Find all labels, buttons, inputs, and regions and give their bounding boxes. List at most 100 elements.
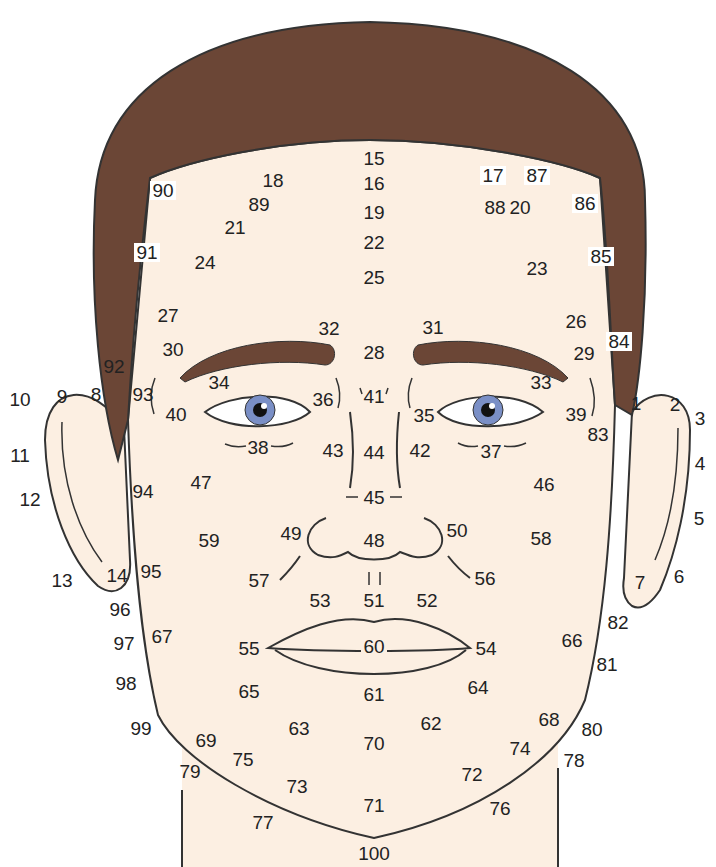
callout-number: 5	[694, 509, 705, 528]
callout-number: 26	[565, 312, 586, 331]
callout-number: 3	[695, 409, 706, 428]
callout-number: 37	[480, 442, 501, 461]
callout-number: 12	[19, 490, 40, 509]
nose-line	[350, 412, 353, 488]
callout-number: 66	[561, 631, 582, 650]
callout-number: 53	[309, 591, 330, 610]
callout-number: 8	[91, 385, 102, 404]
callout-number: 49	[280, 524, 301, 543]
face-outline	[128, 140, 615, 838]
callout-number: 22	[363, 233, 384, 252]
callout-number: 57	[248, 571, 269, 590]
callout-number: 80	[581, 720, 602, 739]
callout-number: 56	[474, 569, 495, 588]
callout-number: 47	[190, 473, 211, 492]
callout-number: 85	[588, 247, 613, 266]
pupil	[481, 403, 495, 417]
callout-number: 71	[363, 796, 384, 815]
callout-number: 69	[195, 731, 216, 750]
callout-number: 15	[363, 149, 384, 168]
callout-number: 1	[631, 394, 642, 413]
callout-number: 14	[106, 566, 127, 585]
callout-number: 61	[363, 685, 384, 704]
callout-number: 90	[150, 181, 175, 200]
callout-number: 62	[420, 714, 441, 733]
callout-number: 77	[252, 813, 273, 832]
nose-line	[397, 412, 400, 488]
eye-highlight	[489, 403, 495, 409]
wrinkle-line	[336, 378, 340, 408]
callout-number: 34	[208, 373, 229, 392]
callout-number: 96	[109, 600, 130, 619]
callout-number: 38	[247, 438, 268, 457]
callout-number: 72	[461, 765, 482, 784]
callout-number: 98	[115, 674, 136, 693]
callout-number: 6	[674, 567, 685, 586]
callout-number: 92	[103, 357, 124, 376]
callout-number: 87	[524, 166, 549, 185]
callout-number: 35	[413, 406, 434, 425]
callout-number: 28	[363, 343, 384, 362]
callout-number: 17	[480, 166, 505, 185]
callout-number: 23	[526, 259, 547, 278]
callout-number: 67	[151, 627, 172, 646]
callout-number: 83	[587, 425, 608, 444]
callout-number: 42	[409, 441, 430, 460]
callout-number: 13	[51, 571, 72, 590]
ear-fold	[655, 428, 678, 560]
callout-number: 32	[318, 319, 339, 338]
nose	[308, 518, 442, 560]
callout-number: 9	[57, 387, 68, 406]
callout-number: 95	[140, 562, 161, 581]
iris	[473, 395, 503, 425]
callout-number: 39	[565, 405, 586, 424]
callout-number: 55	[238, 639, 259, 658]
callout-number: 94	[132, 482, 153, 501]
callout-number: 20	[509, 198, 530, 217]
callout-number: 48	[363, 531, 384, 550]
callout-number: 27	[157, 306, 178, 325]
callout-number: 7	[635, 573, 646, 592]
callout-number: 99	[130, 719, 151, 738]
callout-number: 19	[363, 203, 384, 222]
callout-number: 65	[238, 682, 259, 701]
ear-fold	[62, 422, 102, 562]
fold-line	[280, 556, 300, 580]
callout-number: 30	[162, 340, 183, 359]
callout-number: 33	[530, 373, 551, 392]
callout-number: 31	[422, 318, 443, 337]
callout-number: 75	[232, 750, 253, 769]
callout-number: 82	[607, 613, 628, 632]
callout-number: 18	[262, 171, 283, 190]
callout-number: 52	[416, 591, 437, 610]
callout-number: 40	[165, 405, 186, 424]
wrinkle-line	[590, 378, 594, 416]
callout-number: 84	[606, 332, 631, 351]
callout-number: 93	[132, 385, 153, 404]
callout-number: 54	[475, 639, 496, 658]
callout-number: 78	[563, 751, 584, 770]
callout-number: 21	[224, 218, 245, 237]
callout-number: 70	[363, 734, 384, 753]
callout-number: 58	[530, 529, 551, 548]
callout-number: 59	[198, 531, 219, 550]
philtrum-line	[369, 572, 380, 585]
hair	[94, 22, 646, 460]
pupil	[253, 403, 267, 417]
callout-number: 50	[446, 521, 467, 540]
wrinkle-line	[408, 378, 412, 408]
fold-line	[448, 556, 470, 578]
callout-number: 91	[134, 243, 159, 262]
callout-number: 51	[363, 591, 384, 610]
iris	[245, 395, 275, 425]
callout-number: 88	[484, 198, 505, 217]
eye-highlight	[261, 403, 267, 409]
callout-number: 45	[363, 488, 384, 507]
callout-number: 41	[363, 387, 384, 406]
callout-number: 63	[288, 719, 309, 738]
callout-number: 76	[489, 799, 510, 818]
callout-number: 4	[695, 454, 706, 473]
callout-number: 29	[573, 344, 594, 363]
